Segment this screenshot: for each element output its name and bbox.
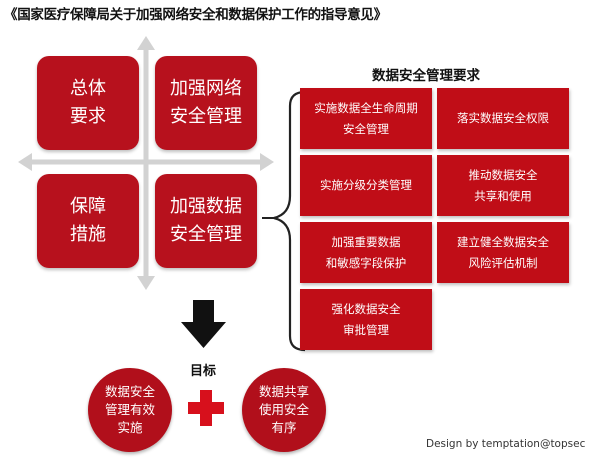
quadrant-network-security: 加强网络 安全管理 xyxy=(155,56,257,150)
plus-icon xyxy=(188,390,224,426)
quadrant-label: 加强数据 安全管理 xyxy=(170,196,242,245)
quadrant-label: 总体 要求 xyxy=(70,78,106,127)
goal-text: 数据安全 管理有效 实施 xyxy=(104,384,155,435)
goal-circle: 数据共享 使用安全 有序 xyxy=(242,368,326,452)
requirement-label: 强化数据安全 审批管理 xyxy=(331,301,401,337)
design-credit: Design by temptation@topsec xyxy=(426,438,586,450)
quadrant-overall-requirements: 总体 要求 xyxy=(37,56,139,150)
requirements-heading: 数据安全管理要求 xyxy=(372,68,480,84)
requirement-label: 推动数据安全 共享和使用 xyxy=(468,167,538,203)
goal-label: 目标 xyxy=(190,364,217,379)
requirement-label: 加强重要数据 和敏感字段保护 xyxy=(325,234,407,270)
requirement-box: 落实数据安全权限 xyxy=(437,88,569,149)
page-title: 《国家医疗保障局关于加强网络安全和数据保护工作的指导意见》 xyxy=(4,7,387,23)
quadrant-data-security: 加强数据 安全管理 xyxy=(155,174,257,268)
goal-text: 数据共享 使用安全 有序 xyxy=(258,384,309,435)
requirement-label: 建立健全数据安全 风险评估机制 xyxy=(457,234,549,270)
requirement-box: 强化数据安全 审批管理 xyxy=(300,289,432,350)
requirement-label: 实施分级分类管理 xyxy=(320,178,412,192)
horizontal-axis xyxy=(18,153,274,171)
quadrant-safeguard-measures: 保障 措施 xyxy=(37,174,139,268)
requirement-box: 推动数据安全 共享和使用 xyxy=(437,155,569,216)
goal-circle: 数据安全 管理有效 实施 xyxy=(88,368,172,452)
down-arrow-icon xyxy=(181,300,226,348)
requirement-label: 实施数据全生命周期 安全管理 xyxy=(314,100,418,136)
requirement-box: 建立健全数据安全 风险评估机制 xyxy=(437,222,569,283)
requirement-box: 加强重要数据 和敏感字段保护 xyxy=(300,222,432,283)
requirement-box: 实施数据全生命周期 安全管理 xyxy=(300,88,432,149)
quadrant-label: 加强网络 安全管理 xyxy=(170,78,242,127)
requirement-label: 落实数据安全权限 xyxy=(457,111,549,125)
quadrant-label: 保障 措施 xyxy=(70,196,106,245)
requirement-box: 实施分级分类管理 xyxy=(300,155,432,216)
